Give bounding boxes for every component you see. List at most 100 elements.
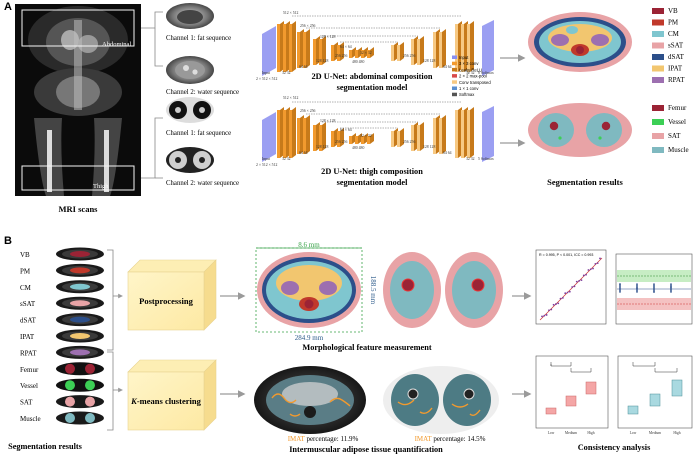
ba-point — [636, 291, 638, 293]
thigh-ch-32: 32 32 — [282, 157, 291, 161]
b-seg-mask — [85, 413, 95, 423]
b-seg-label: Femur — [20, 366, 39, 374]
b-seg-label: VB — [20, 251, 30, 259]
ba-point — [653, 286, 655, 288]
unet-block — [417, 125, 420, 151]
class-legend-swatch — [652, 65, 664, 72]
class-legend-label: RPAT — [668, 76, 685, 84]
unet-input-slab — [262, 26, 276, 76]
abd-ch-32: 32 32 — [282, 71, 291, 75]
unet-legend-swatch — [452, 74, 457, 78]
unet-block — [455, 110, 458, 158]
class-legend-label: PM — [668, 19, 679, 27]
bp-thigh-low: Low — [630, 431, 637, 435]
b-seg-mask — [70, 300, 90, 307]
b-seg-label: sSAT — [20, 300, 36, 308]
b-seg-mask — [85, 380, 95, 391]
b-seg-label: Vessel — [20, 382, 38, 390]
b-seg-thumbnail — [56, 411, 104, 425]
ba-point — [636, 289, 638, 291]
abd-ch-128-up: 128 128 — [423, 59, 435, 63]
unet-block-side — [420, 36, 424, 65]
unet-abd-title-1: 2D U-Net: abdominal composition — [312, 72, 433, 81]
class-legend-swatch — [652, 119, 664, 125]
unet-legend-swatch — [452, 92, 457, 97]
unet-block — [391, 45, 394, 61]
b-seg-mask — [70, 267, 90, 274]
imat-thigh-key: IMAT — [415, 435, 433, 443]
abd-tick-64: 64 × 64 — [340, 45, 352, 49]
b-seg-label: Muscle — [20, 415, 41, 423]
class-legend-swatch — [652, 105, 664, 111]
abd-softmax-label: 8 Softmax — [478, 71, 494, 75]
ba-point — [636, 284, 638, 286]
abd-ch-128: 128 128 — [316, 59, 328, 63]
thigh-box-label: Thigh — [93, 183, 109, 190]
scatter-point — [589, 268, 592, 271]
mri-scan — [15, 4, 141, 196]
thigh-water-channel — [166, 147, 214, 173]
unet-block — [337, 131, 340, 147]
abd-ch-480: 480 480 — [352, 60, 364, 64]
mri-caption: MRI scans — [59, 204, 99, 214]
unet-block — [361, 136, 364, 144]
thigh-fat-channel — [166, 97, 214, 123]
ba-point — [670, 286, 672, 288]
class-legend-swatch — [652, 19, 664, 26]
thigh-ch-32-up: 32 32 — [466, 157, 475, 161]
scatter-point — [585, 273, 587, 276]
b-seg-label: dSAT — [20, 317, 37, 325]
consistency-caption: Consistency analysis — [578, 443, 651, 452]
abd-tick-512: 512 × 512 — [283, 11, 299, 15]
scatter-point — [578, 279, 581, 282]
unet-block — [411, 125, 414, 151]
class-legend-label: Vessel — [668, 118, 686, 126]
abd-fat-channel-label: Channel 1: fat sequence — [166, 35, 231, 42]
scatter-point — [548, 309, 550, 312]
unet-legend-label: 2 × 2 max-pool — [459, 74, 487, 79]
unet-block-side — [292, 21, 296, 72]
morph-thigh-right — [445, 252, 503, 328]
unet-block — [319, 125, 322, 151]
scatter-point — [559, 297, 562, 300]
ba-point — [636, 287, 638, 289]
abd-ch-256: 256 256 — [335, 54, 347, 58]
b-seg-mask — [65, 363, 75, 374]
unet-block-side — [306, 29, 310, 68]
scatter-point — [587, 269, 590, 271]
ba-point — [619, 283, 621, 285]
unet-block — [397, 45, 400, 61]
unet-block — [461, 24, 464, 72]
panel-a-label: A — [4, 1, 12, 13]
thigh-ch-64-up: 64 64 — [443, 151, 452, 155]
ba-point — [670, 290, 672, 292]
class-legend-label: VB — [668, 7, 678, 15]
imat-thigh-value: percentage: 14.5% — [432, 435, 486, 443]
class-legend-label: IPAT — [668, 65, 683, 73]
class-legend-label: SAT — [668, 132, 681, 140]
scatter-plot — [535, 249, 607, 325]
unet-block — [439, 32, 442, 68]
b-seg-label: CM — [20, 284, 32, 292]
abd-input-label-2: 2 × 512 × 512 — [256, 77, 277, 81]
kmeans-rest: -means clustering — [137, 396, 202, 406]
b-seg-label: IPAT — [20, 333, 35, 341]
imat-abd-key: IMAT — [288, 435, 306, 443]
unet-block — [331, 131, 334, 147]
b-seg-caption: Segmentation results — [8, 442, 83, 451]
scatter-point — [550, 308, 553, 311]
b-seg-thumbnail — [56, 395, 104, 409]
scatter-point — [561, 297, 564, 299]
postprocessing-label: Postprocessing — [139, 296, 193, 306]
b-brackets — [107, 249, 123, 431]
b-seg-mask — [70, 349, 90, 356]
scatter-point — [552, 303, 555, 306]
imat-thigh-text: IMAT percentage: 14.5% — [415, 435, 486, 443]
class-legend-swatch — [652, 133, 664, 139]
unet-block — [355, 50, 358, 58]
unet-block — [355, 136, 358, 144]
thigh-ch-128-up: 128 128 — [423, 145, 435, 149]
unet-block — [313, 125, 316, 151]
